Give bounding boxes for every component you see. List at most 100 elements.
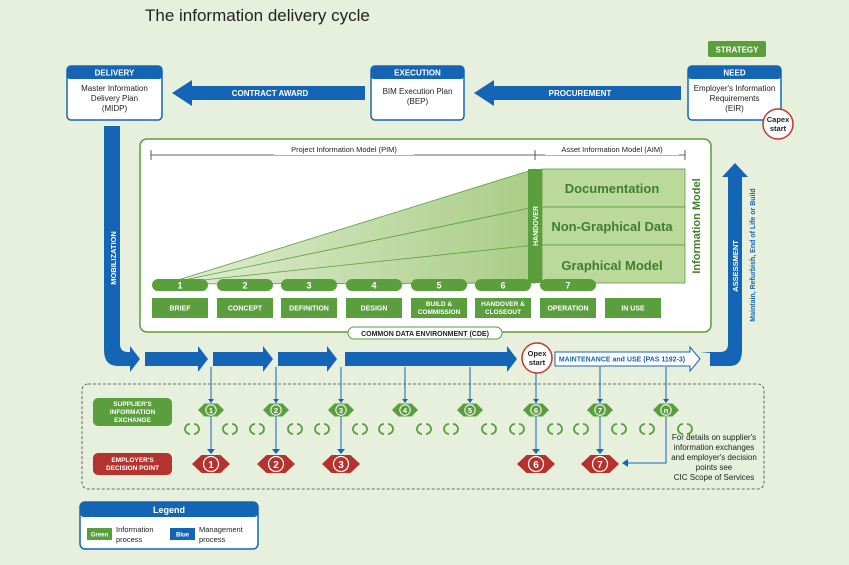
decision-point-label-2: 2 [273, 460, 279, 471]
exchange-point-label-4: 4 [403, 406, 408, 415]
contract-award-label: CONTRACT AWARD [232, 89, 309, 98]
exchange-point-label-5: 5 [468, 406, 472, 415]
stage-6: 6 HANDOVER & CLOSEOUT [475, 279, 531, 318]
decision-point-label-1: 1 [208, 460, 214, 471]
exchange-point-ring-2 [270, 404, 282, 416]
exchange-point-ring-3 [335, 404, 347, 416]
decision-point-label-5: 7 [597, 460, 603, 471]
point-arrowhead-2 [273, 399, 279, 403]
mobilization-label: MOBILIZATION [109, 231, 118, 285]
opex-line-2: start [529, 358, 546, 367]
cycle-left-6-right [518, 423, 525, 435]
legend-green-swatch [87, 528, 112, 540]
procurement-arrow: PROCUREMENT [474, 80, 681, 106]
decision-point-ring-1 [202, 455, 220, 473]
stage-4: 4 DESIGN [346, 279, 402, 318]
handover-bar [528, 169, 542, 283]
cycle-right-2-right [296, 423, 303, 435]
cycle-right-5-left [481, 423, 488, 435]
cycle-right-3-left [352, 423, 359, 435]
note-line-2: information exchanges [674, 443, 755, 452]
cycle-left-2-left [249, 423, 256, 435]
note-line-1: For details on supplier's [672, 433, 756, 442]
exchange-point-ring-5 [464, 404, 476, 416]
legend-title: Legend [153, 505, 185, 515]
exchange-area [81, 383, 765, 490]
execution-header: EXECUTION [394, 69, 441, 78]
cde-label-box [347, 326, 503, 340]
exchange-point-label-6: 6 [534, 406, 538, 415]
layer-non-graphical-label: Non-Graphical Data [551, 219, 673, 234]
decision-point-ring-5 [591, 455, 609, 473]
stage-in-use-label: IN USE [621, 306, 645, 313]
layer-graphical [541, 244, 686, 284]
layer-graphical-label: Graphical Model [561, 258, 662, 273]
capex-line-2: start [770, 124, 787, 133]
stage-7: 7 OPERATION [540, 279, 596, 318]
aim-label: Asset Information Model (AIM) [561, 145, 663, 154]
exchange-point-label-8: n [664, 406, 669, 415]
handover-label: HANDOVER [533, 206, 540, 246]
cycle-left-3-right [323, 423, 330, 435]
legend-blue-swatch [170, 528, 195, 540]
lifecycle-label: Maintain, Refurbish, End of Life or Buil… [750, 188, 757, 321]
cycle-right-6-right [556, 423, 563, 435]
delivery-box: DELIVERY Master Information Delivery Pla… [66, 65, 163, 121]
exchange-point-label-3: 3 [339, 406, 343, 415]
supplier-exchange-line-3: EXCHANGE [114, 417, 152, 424]
cycle-left-6-left [509, 423, 516, 435]
aim-measure: Asset Information Model (AIM) [535, 144, 686, 160]
contract-award-arrow: CONTRACT AWARD [172, 80, 365, 106]
decision-point-ring-3 [332, 455, 350, 473]
cycle-left-7-right [582, 423, 589, 435]
stage-5-number: 5 [436, 281, 441, 291]
point-arrowhead-6 [533, 399, 539, 403]
point-arrowhead-1 [208, 399, 214, 403]
pim-label: Project Information Model (PIM) [291, 145, 397, 154]
stage-1-number: 1 [177, 281, 182, 291]
employer-decision-tag [93, 453, 172, 475]
execution-box: EXECUTION BIM Execution Plan (BEP) [370, 65, 465, 121]
exchange-point-label-2: 2 [274, 406, 278, 415]
legend-green-label-1: Information [116, 525, 154, 534]
need-line-3: (EIR) [725, 104, 744, 113]
decision-point-label-3: 3 [338, 460, 344, 471]
exchange-point-ring-6 [530, 404, 542, 416]
cycle-right-2-left [287, 423, 294, 435]
cycle-left-1-left [184, 423, 191, 435]
procurement-label: PROCUREMENT [549, 89, 612, 98]
wedge-line-1 [164, 206, 536, 285]
stage-6-number: 6 [500, 281, 505, 291]
cycle-left-1-right [193, 423, 200, 435]
n-to-decision-connector [628, 417, 667, 464]
cycle-right-8-left [677, 423, 684, 435]
stage-5: 5 BUILD & COMMISSION [411, 279, 467, 318]
exchange-point-ring-7 [594, 404, 606, 416]
decision-point-ring-2 [267, 455, 285, 473]
page-title: The information delivery cycle [145, 6, 370, 25]
layer-non-graphical [541, 206, 686, 246]
delivery-line-2: Delivery Plan [91, 94, 138, 103]
information-model-label: Information Model [691, 178, 703, 273]
cycle-left-8-left [639, 423, 646, 435]
legend-green-tag: Green [91, 533, 109, 539]
opex-start-circle [521, 342, 553, 374]
stage-3-label: DEFINITION [289, 306, 329, 313]
exchange-point-label-1: 1 [209, 406, 213, 415]
point-arrowhead-5 [467, 399, 473, 403]
note-line-4: points see [696, 463, 733, 472]
note-line-5: CIC Scope of Services [674, 473, 754, 482]
decision-arrowhead-4 [532, 449, 540, 454]
cycle-right-5-right [490, 423, 497, 435]
strategy-tag [708, 41, 766, 57]
supplier-exchange-tag [93, 398, 172, 426]
need-box: NEED Employer's Information Requirements… [687, 65, 782, 121]
cycle-right-6-left [547, 423, 554, 435]
employer-decision-line-1: EMPLOYER'S [111, 457, 154, 464]
need-header: NEED [723, 69, 745, 78]
cycle-left-5-left [443, 423, 450, 435]
stage-7-label: OPERATION [547, 306, 588, 313]
cycle-left-3-left [314, 423, 321, 435]
